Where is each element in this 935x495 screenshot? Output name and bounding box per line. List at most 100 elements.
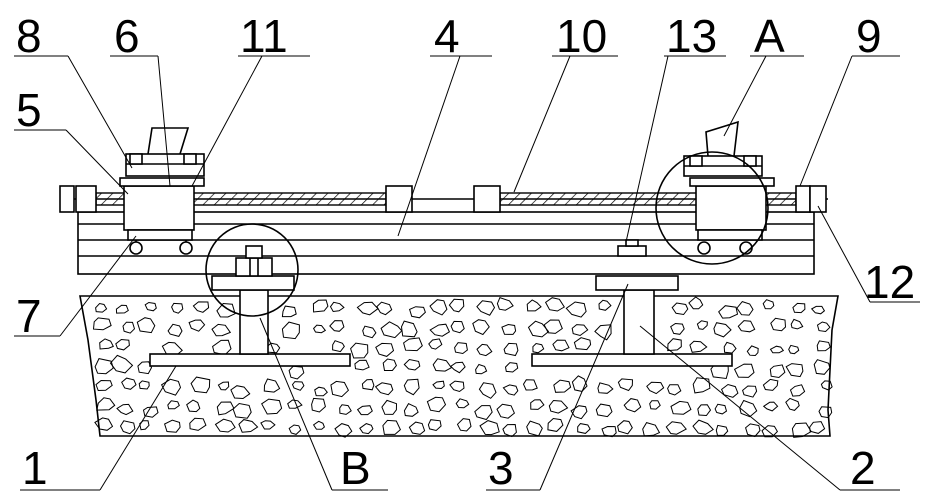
stone xyxy=(122,378,136,389)
stone xyxy=(572,376,587,392)
stone xyxy=(818,322,830,332)
stone xyxy=(497,298,513,311)
label-1: 1 xyxy=(22,442,48,494)
stone xyxy=(409,422,424,434)
stone xyxy=(738,321,754,332)
stone xyxy=(456,399,469,408)
label-a: A xyxy=(754,10,785,62)
stone xyxy=(190,418,206,430)
stone xyxy=(433,359,451,371)
stone xyxy=(503,425,517,437)
stone xyxy=(455,343,468,354)
stone xyxy=(314,421,325,429)
stone xyxy=(578,424,590,434)
stone xyxy=(690,341,707,352)
end-nut-right xyxy=(796,186,826,212)
stone xyxy=(430,324,449,336)
stone xyxy=(531,400,544,410)
stone xyxy=(231,386,250,399)
stone xyxy=(282,306,296,317)
stone xyxy=(96,381,112,391)
stone xyxy=(410,307,426,318)
stone xyxy=(162,379,181,395)
stone xyxy=(116,340,130,350)
stone xyxy=(351,343,368,358)
stone xyxy=(716,425,727,435)
stone xyxy=(404,379,419,394)
stone xyxy=(402,321,418,337)
label-2: 2 xyxy=(850,442,876,494)
stone xyxy=(358,406,373,415)
stone xyxy=(817,341,830,351)
stone xyxy=(743,386,757,397)
stone xyxy=(117,404,133,414)
label-8: 8 xyxy=(16,10,42,62)
stone xyxy=(810,422,825,434)
stone xyxy=(315,387,328,396)
stone xyxy=(473,320,489,335)
stone xyxy=(331,381,349,396)
stone xyxy=(477,301,495,315)
stone xyxy=(377,302,392,315)
stone xyxy=(792,423,811,437)
stone xyxy=(383,359,396,371)
stone xyxy=(376,343,394,356)
stone xyxy=(239,420,258,433)
stone xyxy=(786,398,799,410)
stone xyxy=(506,363,518,372)
stone xyxy=(698,405,711,416)
stone xyxy=(572,325,588,336)
stone xyxy=(771,346,784,353)
stone xyxy=(714,323,731,337)
stone xyxy=(116,305,128,313)
stone xyxy=(668,339,682,351)
stone xyxy=(451,321,464,332)
stone xyxy=(643,423,660,436)
stone xyxy=(697,321,707,330)
stone xyxy=(382,400,397,414)
stone xyxy=(282,322,299,339)
label-11: 11 xyxy=(240,10,288,62)
stone xyxy=(647,382,664,393)
stone xyxy=(602,427,616,437)
stone xyxy=(793,303,805,312)
stone xyxy=(477,344,492,355)
stone xyxy=(737,302,753,316)
stone xyxy=(165,420,181,432)
stone xyxy=(333,341,345,352)
stone xyxy=(747,346,758,356)
stone xyxy=(672,303,688,315)
stone xyxy=(363,326,376,338)
stone xyxy=(771,318,786,330)
stone xyxy=(789,345,799,353)
stone xyxy=(94,318,112,330)
stone xyxy=(427,397,445,411)
stone xyxy=(261,421,275,429)
stone xyxy=(596,404,612,417)
stone xyxy=(598,383,613,393)
stone xyxy=(458,419,472,431)
carriage-left xyxy=(120,128,204,254)
stone xyxy=(218,382,228,390)
stone xyxy=(293,382,304,391)
stone xyxy=(764,402,778,411)
stone xyxy=(95,359,113,374)
stone xyxy=(668,385,681,395)
stone xyxy=(289,366,304,379)
stone xyxy=(217,402,234,415)
stone xyxy=(187,400,200,412)
stone xyxy=(553,340,569,351)
label-13: 13 xyxy=(666,10,717,62)
stone xyxy=(362,380,374,390)
stone xyxy=(217,304,235,318)
end-nut-left xyxy=(60,186,96,212)
stone xyxy=(111,355,133,373)
stone xyxy=(715,404,726,414)
stone xyxy=(497,404,514,418)
stone xyxy=(475,406,492,420)
stone xyxy=(312,398,326,412)
stone xyxy=(433,381,444,388)
stone xyxy=(533,344,544,353)
stone xyxy=(819,407,832,418)
stone xyxy=(544,320,562,333)
